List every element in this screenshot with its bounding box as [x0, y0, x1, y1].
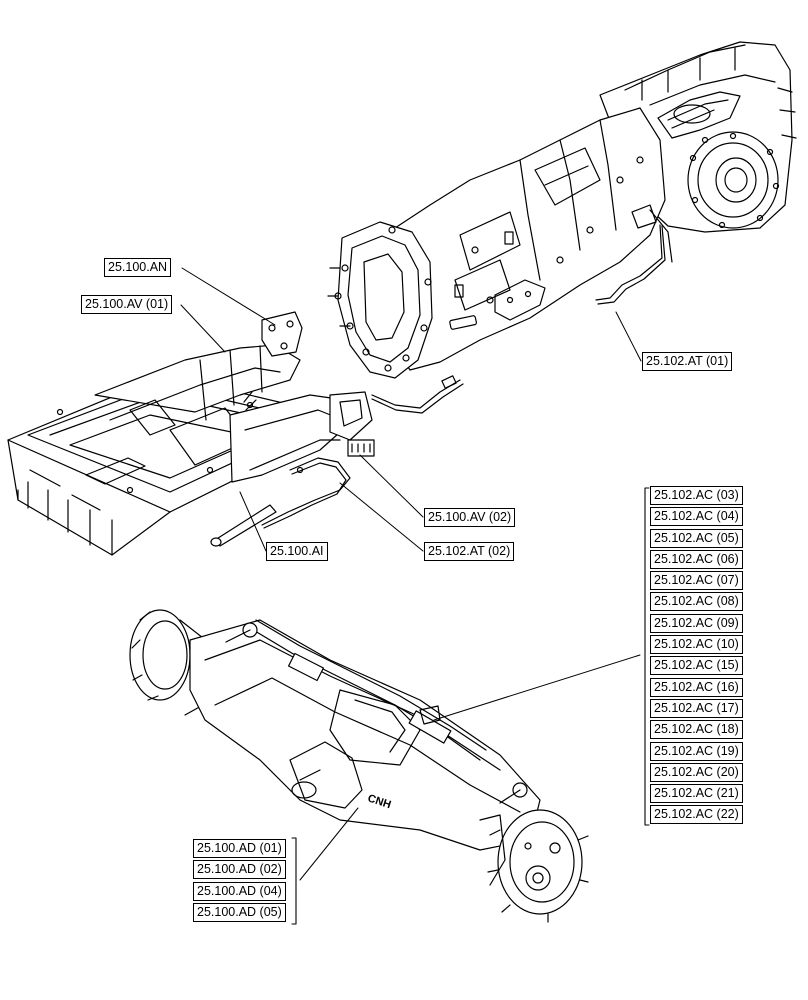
leader-ad-group: [299, 807, 359, 881]
leader-ac-group: [433, 654, 641, 721]
bracket-ac-group: [644, 487, 650, 826]
callout-25-100-av-01[interactable]: 25.100.AV (01): [81, 295, 173, 314]
callout-25-102-ac-15[interactable]: 25.102.AC (15): [650, 656, 743, 676]
callout-25-102-ac-06[interactable]: 25.102.AC (06): [650, 549, 743, 569]
leader-at02: [339, 482, 424, 552]
front-axle[interactable]: CNH: [129, 609, 589, 923]
callout-group-25-100-ad: 25.100.AD (01) 25.100.AD (02) 25.100.AD …: [193, 839, 286, 924]
callout-group-25-102-ac: 25.102.AC (03) 25.102.AC (04) 25.102.AC …: [650, 486, 743, 827]
leader-av02: [359, 454, 424, 518]
callout-25-100-ai[interactable]: 25.100.AI: [266, 542, 328, 561]
frame-pipe[interactable]: [261, 457, 351, 529]
callout-25-102-ac-09[interactable]: 25.102.AC (09): [650, 613, 743, 633]
callout-25-102-ac-03[interactable]: 25.102.AC (03): [650, 486, 743, 505]
callout-25-102-ac-16[interactable]: 25.102.AC (16): [650, 677, 743, 697]
callout-25-102-ac-19[interactable]: 25.102.AC (19): [650, 741, 743, 761]
callout-25-102-ac-08[interactable]: 25.102.AC (08): [650, 592, 743, 612]
leader-at01: [615, 311, 642, 362]
leader-av01: [180, 304, 226, 353]
callout-25-102-at-01[interactable]: 25.102.AT (01): [642, 352, 733, 371]
callout-25-102-at-02[interactable]: 25.102.AT (02): [424, 542, 515, 561]
callout-25-102-ac-17[interactable]: 25.102.AC (17): [650, 698, 743, 718]
transmission-pipe[interactable]: [595, 224, 666, 305]
callout-25-102-ac-10[interactable]: 25.102.AC (10): [650, 635, 743, 655]
callout-25-100-ad-05[interactable]: 25.100.AD (05): [193, 902, 286, 922]
callout-25-102-ac-05[interactable]: 25.102.AC (05): [650, 528, 743, 548]
callout-25-102-ac-04[interactable]: 25.102.AC (04): [650, 507, 743, 527]
group-brackets: [291, 487, 650, 925]
leader-ai: [239, 491, 267, 552]
callout-25-102-ac-18[interactable]: 25.102.AC (18): [650, 720, 743, 740]
callout-25-102-ac-22[interactable]: 25.102.AC (22): [650, 805, 743, 825]
callout-25-102-ac-20[interactable]: 25.102.AC (20): [650, 762, 743, 782]
callout-25-100-ad-02[interactable]: 25.100.AD (02): [193, 860, 286, 880]
leader-lines: [180, 267, 642, 881]
front-support-frame[interactable]: [7, 311, 375, 556]
callout-25-100-av-02[interactable]: 25.100.AV (02): [424, 508, 516, 527]
callout-25-100-ad-04[interactable]: 25.100.AD (04): [193, 881, 286, 901]
frame-to-transmission-pipe[interactable]: [371, 375, 464, 414]
callout-25-100-ad-01[interactable]: 25.100.AD (01): [193, 839, 286, 858]
leader-an: [181, 267, 276, 326]
callout-25-102-ac-07[interactable]: 25.102.AC (07): [650, 571, 743, 591]
callout-25-100-an[interactable]: 25.100.AN: [104, 258, 172, 277]
callout-25-102-ac-21[interactable]: 25.102.AC (21): [650, 784, 743, 804]
bracket-ad-group: [291, 837, 297, 925]
transmission-housing[interactable]: [327, 41, 797, 379]
